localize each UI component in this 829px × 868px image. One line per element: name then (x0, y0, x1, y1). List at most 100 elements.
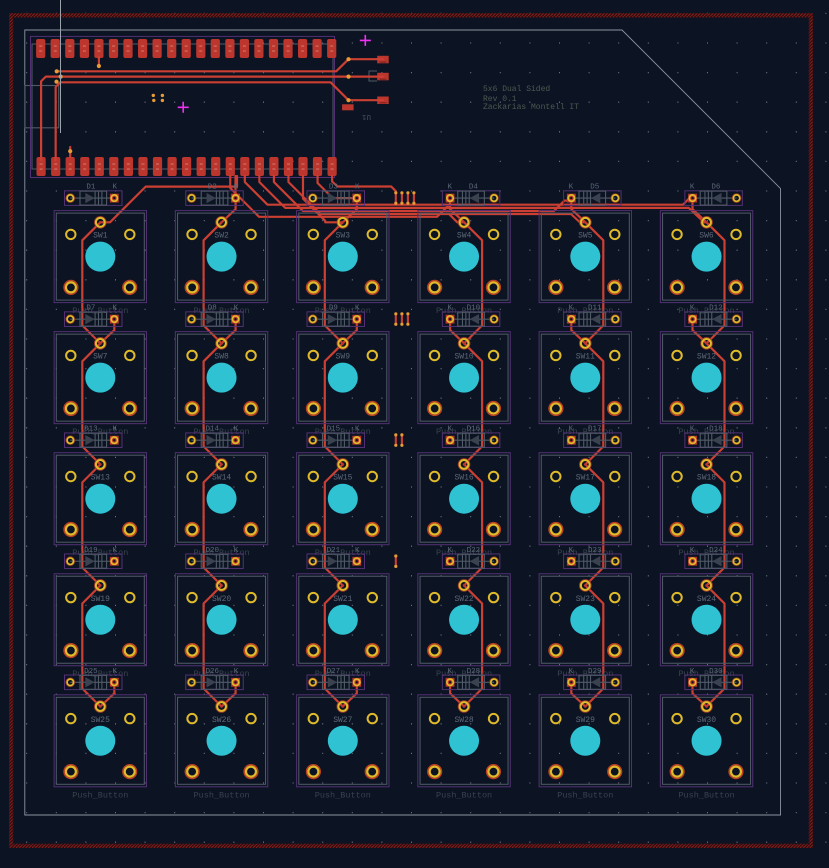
svg-text:SW4: SW4 (457, 232, 472, 241)
svg-text:K: K (569, 305, 574, 313)
svg-text:K: K (690, 305, 695, 313)
svg-text:Push_Button: Push_Button (72, 669, 128, 679)
svg-text:D29: D29 (588, 668, 602, 676)
svg-text:SW16: SW16 (454, 474, 473, 483)
svg-text:SW30: SW30 (697, 716, 716, 725)
svg-text:5x6 Dual Sided: 5x6 Dual Sided (483, 85, 550, 94)
svg-text:Push_Button: Push_Button (194, 790, 250, 800)
svg-text:D20: D20 (205, 547, 219, 555)
svg-text:K: K (234, 184, 239, 192)
svg-text:K: K (112, 305, 117, 313)
svg-text:Push_Button: Push_Button (557, 548, 613, 558)
svg-text:SW11: SW11 (576, 353, 595, 362)
svg-text:D19: D19 (84, 547, 98, 555)
svg-text:SW18: SW18 (697, 474, 716, 483)
svg-text:SW22: SW22 (454, 595, 473, 604)
svg-text:D7: D7 (86, 305, 95, 313)
svg-text:Push_Button: Push_Button (194, 306, 250, 316)
svg-text:Push_Button: Push_Button (557, 306, 613, 316)
svg-text:SW9: SW9 (336, 353, 351, 362)
svg-text:Push_Button: Push_Button (557, 427, 613, 437)
svg-text:D4: D4 (469, 184, 479, 192)
svg-text:SW19: SW19 (91, 595, 110, 604)
svg-text:Push_Button: Push_Button (194, 427, 250, 437)
svg-text:SW1: SW1 (93, 232, 108, 241)
svg-text:Push_Button: Push_Button (315, 306, 371, 316)
svg-text:K: K (112, 184, 117, 192)
svg-text:SW26: SW26 (212, 716, 231, 725)
svg-text:Push_Button: Push_Button (315, 790, 371, 800)
svg-text:K: K (569, 184, 574, 192)
svg-text:D5: D5 (590, 184, 600, 192)
svg-text:K: K (447, 426, 452, 434)
svg-text:U1: U1 (362, 112, 372, 120)
svg-text:SW28: SW28 (454, 716, 473, 725)
svg-text:Push_Button: Push_Button (72, 548, 128, 558)
svg-text:D24: D24 (709, 547, 723, 555)
svg-text:Push_Button: Push_Button (72, 790, 128, 800)
svg-text:K: K (234, 547, 239, 555)
svg-text:Push_Button: Push_Button (678, 790, 734, 800)
svg-text:SW5: SW5 (578, 232, 593, 241)
svg-text:Push_Button: Push_Button (678, 669, 734, 679)
svg-text:D18: D18 (709, 426, 723, 434)
svg-text:K: K (690, 184, 695, 192)
svg-text:D9: D9 (329, 305, 338, 313)
svg-text:K: K (112, 668, 117, 676)
svg-text:K: K (355, 668, 360, 676)
svg-text:SW2: SW2 (214, 232, 229, 241)
svg-text:SW10: SW10 (454, 353, 473, 362)
svg-text:K: K (690, 426, 695, 434)
svg-text:K: K (569, 426, 574, 434)
svg-text:D17: D17 (588, 426, 602, 434)
svg-text:K: K (234, 305, 239, 313)
svg-text:K: K (569, 547, 574, 555)
svg-text:D14: D14 (205, 426, 219, 434)
svg-text:SW20: SW20 (212, 595, 231, 604)
svg-text:D3: D3 (329, 184, 339, 192)
svg-text:K: K (355, 305, 360, 313)
svg-text:Push_Button: Push_Button (678, 427, 734, 437)
svg-text:SW6: SW6 (699, 232, 714, 241)
svg-text:K: K (447, 184, 452, 192)
svg-text:Push_Button: Push_Button (678, 306, 734, 316)
svg-text:Push_Button: Push_Button (436, 790, 492, 800)
svg-text:SW25: SW25 (91, 716, 110, 725)
svg-text:K: K (569, 668, 574, 676)
svg-text:SW23: SW23 (576, 595, 595, 604)
svg-text:K: K (690, 668, 695, 676)
svg-text:K: K (355, 184, 360, 192)
svg-text:SW29: SW29 (576, 716, 595, 725)
svg-text:SW8: SW8 (214, 353, 229, 362)
svg-text:Push_Button: Push_Button (557, 669, 613, 679)
svg-text:K: K (355, 426, 360, 434)
svg-text:D26: D26 (205, 668, 219, 676)
svg-text:D13: D13 (84, 426, 98, 434)
svg-text:SW3: SW3 (336, 232, 351, 241)
svg-text:D16: D16 (467, 426, 481, 434)
svg-text:K: K (112, 426, 117, 434)
svg-text:D10: D10 (467, 305, 481, 313)
svg-text:Push_Button: Push_Button (315, 548, 371, 558)
svg-text:Push_Button: Push_Button (436, 427, 492, 437)
svg-text:D22: D22 (467, 547, 481, 555)
svg-text:Zackarias Montell IT: Zackarias Montell IT (483, 103, 579, 112)
svg-text:SW21: SW21 (333, 595, 352, 604)
svg-text:SW15: SW15 (333, 474, 352, 483)
svg-text:K: K (112, 547, 117, 555)
svg-text:Push_Button: Push_Button (557, 790, 613, 800)
svg-text:Push_Button: Push_Button (678, 548, 734, 558)
svg-text:Push_Button: Push_Button (436, 669, 492, 679)
svg-text:SW7: SW7 (93, 353, 108, 362)
svg-text:D15: D15 (327, 426, 341, 434)
svg-text:D8: D8 (208, 305, 217, 313)
svg-text:D27: D27 (327, 668, 341, 676)
svg-text:Push_Button: Push_Button (194, 548, 250, 558)
svg-text:D25: D25 (84, 668, 98, 676)
svg-text:SW17: SW17 (576, 474, 595, 483)
svg-text:D6: D6 (711, 184, 721, 192)
svg-text:Push_Button: Push_Button (315, 427, 371, 437)
svg-text:Push_Button: Push_Button (436, 306, 492, 316)
svg-text:K: K (447, 547, 452, 555)
svg-text:D11: D11 (588, 305, 602, 313)
